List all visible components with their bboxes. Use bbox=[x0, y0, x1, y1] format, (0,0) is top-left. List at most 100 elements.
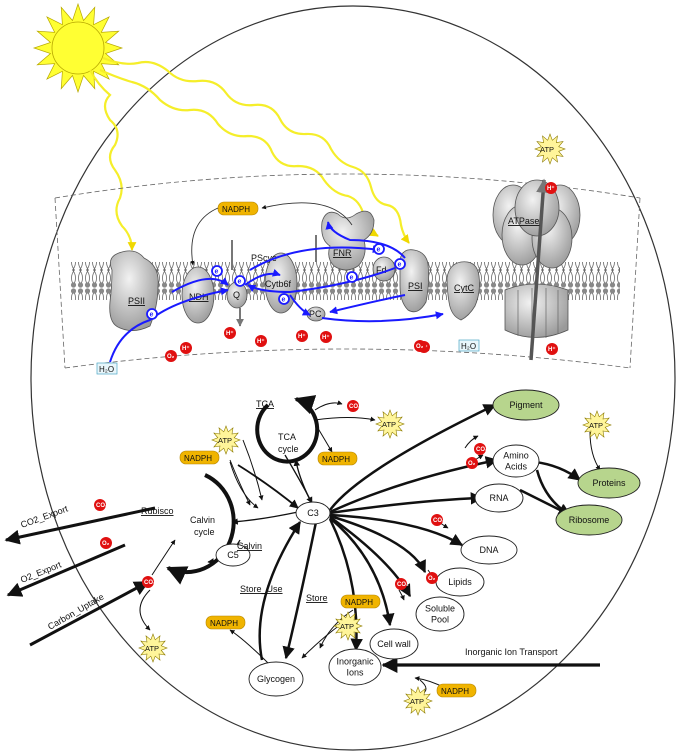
svg-text:e: e bbox=[150, 312, 154, 319]
o2-export-arrow bbox=[6, 543, 126, 597]
membrane-o2-1: O₂ bbox=[414, 340, 426, 352]
calvin-label: Calvin bbox=[237, 541, 262, 551]
svg-text:RNA: RNA bbox=[489, 493, 508, 503]
h2o-box-2 bbox=[458, 339, 480, 352]
fnr-label: FNR bbox=[333, 248, 352, 258]
svg-text:Inorganic: Inorganic bbox=[336, 657, 374, 667]
electron-marker-6: e bbox=[211, 265, 223, 277]
svg-text:H⁺: H⁺ bbox=[298, 333, 306, 340]
cytc-label: CytC bbox=[454, 283, 475, 293]
svg-text:Ribosome: Ribosome bbox=[569, 515, 610, 525]
tca-cycle-label-1: TCA bbox=[278, 432, 296, 442]
svg-text:H⁺: H⁺ bbox=[257, 338, 265, 345]
lipids-node: Lipids bbox=[435, 567, 485, 597]
store-use-label: Store_Use bbox=[240, 584, 283, 594]
svg-text:e: e bbox=[282, 297, 286, 304]
svg-text:e: e bbox=[350, 275, 354, 282]
svg-text:O₂: O₂ bbox=[102, 541, 110, 547]
lipids-o2: O₂ bbox=[426, 572, 438, 584]
rna-node: RNA bbox=[474, 483, 524, 513]
pscyc-label: PScyc bbox=[251, 253, 277, 263]
rubisco-label: Rubisco bbox=[141, 506, 174, 516]
inorganic-ion-transport-label: Inorganic Ion Transport bbox=[465, 647, 558, 657]
uptake-atp-burst: ATP bbox=[138, 633, 168, 663]
svg-text:Amino: Amino bbox=[503, 451, 529, 461]
membrane-hplus-6: H⁺ bbox=[546, 343, 558, 355]
svg-text:NADPH: NADPH bbox=[345, 598, 373, 607]
fd-label: Fd bbox=[376, 265, 387, 275]
h2o-label-2: H₂O bbox=[461, 342, 476, 351]
svg-text:ATP: ATP bbox=[589, 421, 603, 430]
electron-marker-4: e bbox=[373, 243, 385, 255]
svg-text:CO₂: CO₂ bbox=[433, 518, 445, 524]
svg-text:NADPH: NADPH bbox=[210, 619, 238, 628]
protein-atp-burst: ATP bbox=[582, 410, 612, 440]
membrane-hplus-3: H⁺ bbox=[296, 330, 308, 342]
carbon-uptake-label: Carbon_Uptake bbox=[46, 592, 106, 632]
glycogen-nadph-badge: NADPH bbox=[205, 615, 246, 630]
electron-transport-chain bbox=[109, 221, 444, 363]
membrane-hplus-0: H⁺ bbox=[180, 342, 192, 354]
svg-text:CO₂: CO₂ bbox=[349, 404, 361, 410]
electron-marker-2: e bbox=[278, 293, 290, 305]
svg-text:CO₂: CO₂ bbox=[397, 582, 409, 588]
svg-text:NADPH: NADPH bbox=[184, 454, 212, 463]
ions-atp-burst: ATP bbox=[403, 686, 433, 716]
svg-text:Ions: Ions bbox=[346, 668, 364, 678]
pigment-node: Pigment bbox=[492, 389, 560, 421]
svg-text:C5: C5 bbox=[227, 550, 239, 560]
tca-label: TCA bbox=[256, 399, 274, 409]
amino-o2: O₂ bbox=[466, 457, 478, 469]
svg-text:C3: C3 bbox=[307, 508, 319, 518]
rna-co2: CO₂ bbox=[431, 514, 445, 526]
export-o2: O₂ bbox=[100, 537, 112, 549]
cytc-complex bbox=[446, 261, 480, 321]
svg-text:ATP: ATP bbox=[410, 697, 424, 706]
store-label: Store bbox=[306, 593, 328, 603]
svg-text:H⁺: H⁺ bbox=[547, 185, 555, 192]
ndh-complex bbox=[181, 266, 215, 324]
svg-text:Proteins: Proteins bbox=[592, 478, 626, 488]
export-co2: CO₂ bbox=[94, 499, 108, 511]
ions-nadph-badge: NADPH bbox=[436, 683, 477, 698]
svg-text:H⁺: H⁺ bbox=[548, 346, 556, 353]
membrane-hplus-2: H⁺ bbox=[255, 335, 267, 347]
electron-marker-3: e bbox=[346, 271, 358, 283]
svg-text:Cell wall: Cell wall bbox=[377, 639, 411, 649]
membrane-hplus-1: H⁺ bbox=[224, 327, 236, 339]
co2-export-label: CO2_Export bbox=[19, 503, 69, 530]
svg-text:Pigment: Pigment bbox=[509, 400, 543, 410]
svg-text:e: e bbox=[377, 247, 381, 254]
svg-text:ATP: ATP bbox=[340, 622, 354, 631]
amino-co2: CO₂ bbox=[474, 443, 488, 455]
svg-text:Pool: Pool bbox=[431, 615, 449, 625]
membrane-atp-burst: ATP bbox=[534, 133, 566, 165]
svg-text:O₂: O₂ bbox=[428, 576, 436, 582]
svg-text:ATP: ATP bbox=[218, 436, 232, 445]
psi-complex bbox=[399, 249, 430, 313]
svg-text:DNA: DNA bbox=[479, 545, 498, 555]
svg-text:CO₂: CO₂ bbox=[476, 447, 488, 453]
membrane-atp-label: ATP bbox=[540, 145, 554, 154]
store-nadph-badge: NADPH bbox=[340, 594, 381, 609]
cytb6f-label: Cytb6f bbox=[265, 279, 292, 289]
tca-co2: CO₂ bbox=[347, 400, 361, 412]
svg-text:e: e bbox=[238, 279, 242, 286]
membrane-nadph-label: NADPH bbox=[222, 205, 250, 214]
svg-text:Glycogen: Glycogen bbox=[257, 674, 295, 684]
atpase-label: ATPase bbox=[508, 216, 539, 226]
membrane-nadph-badge bbox=[217, 201, 259, 216]
svg-text:CO₂: CO₂ bbox=[144, 580, 156, 586]
svg-text:CO₂: CO₂ bbox=[96, 503, 108, 509]
calvin-cycle-label-1: Calvin bbox=[190, 515, 215, 525]
psi-label: PSI bbox=[408, 281, 423, 291]
h2o-box bbox=[96, 362, 118, 375]
uptake-co2: CO₂ bbox=[142, 576, 156, 588]
